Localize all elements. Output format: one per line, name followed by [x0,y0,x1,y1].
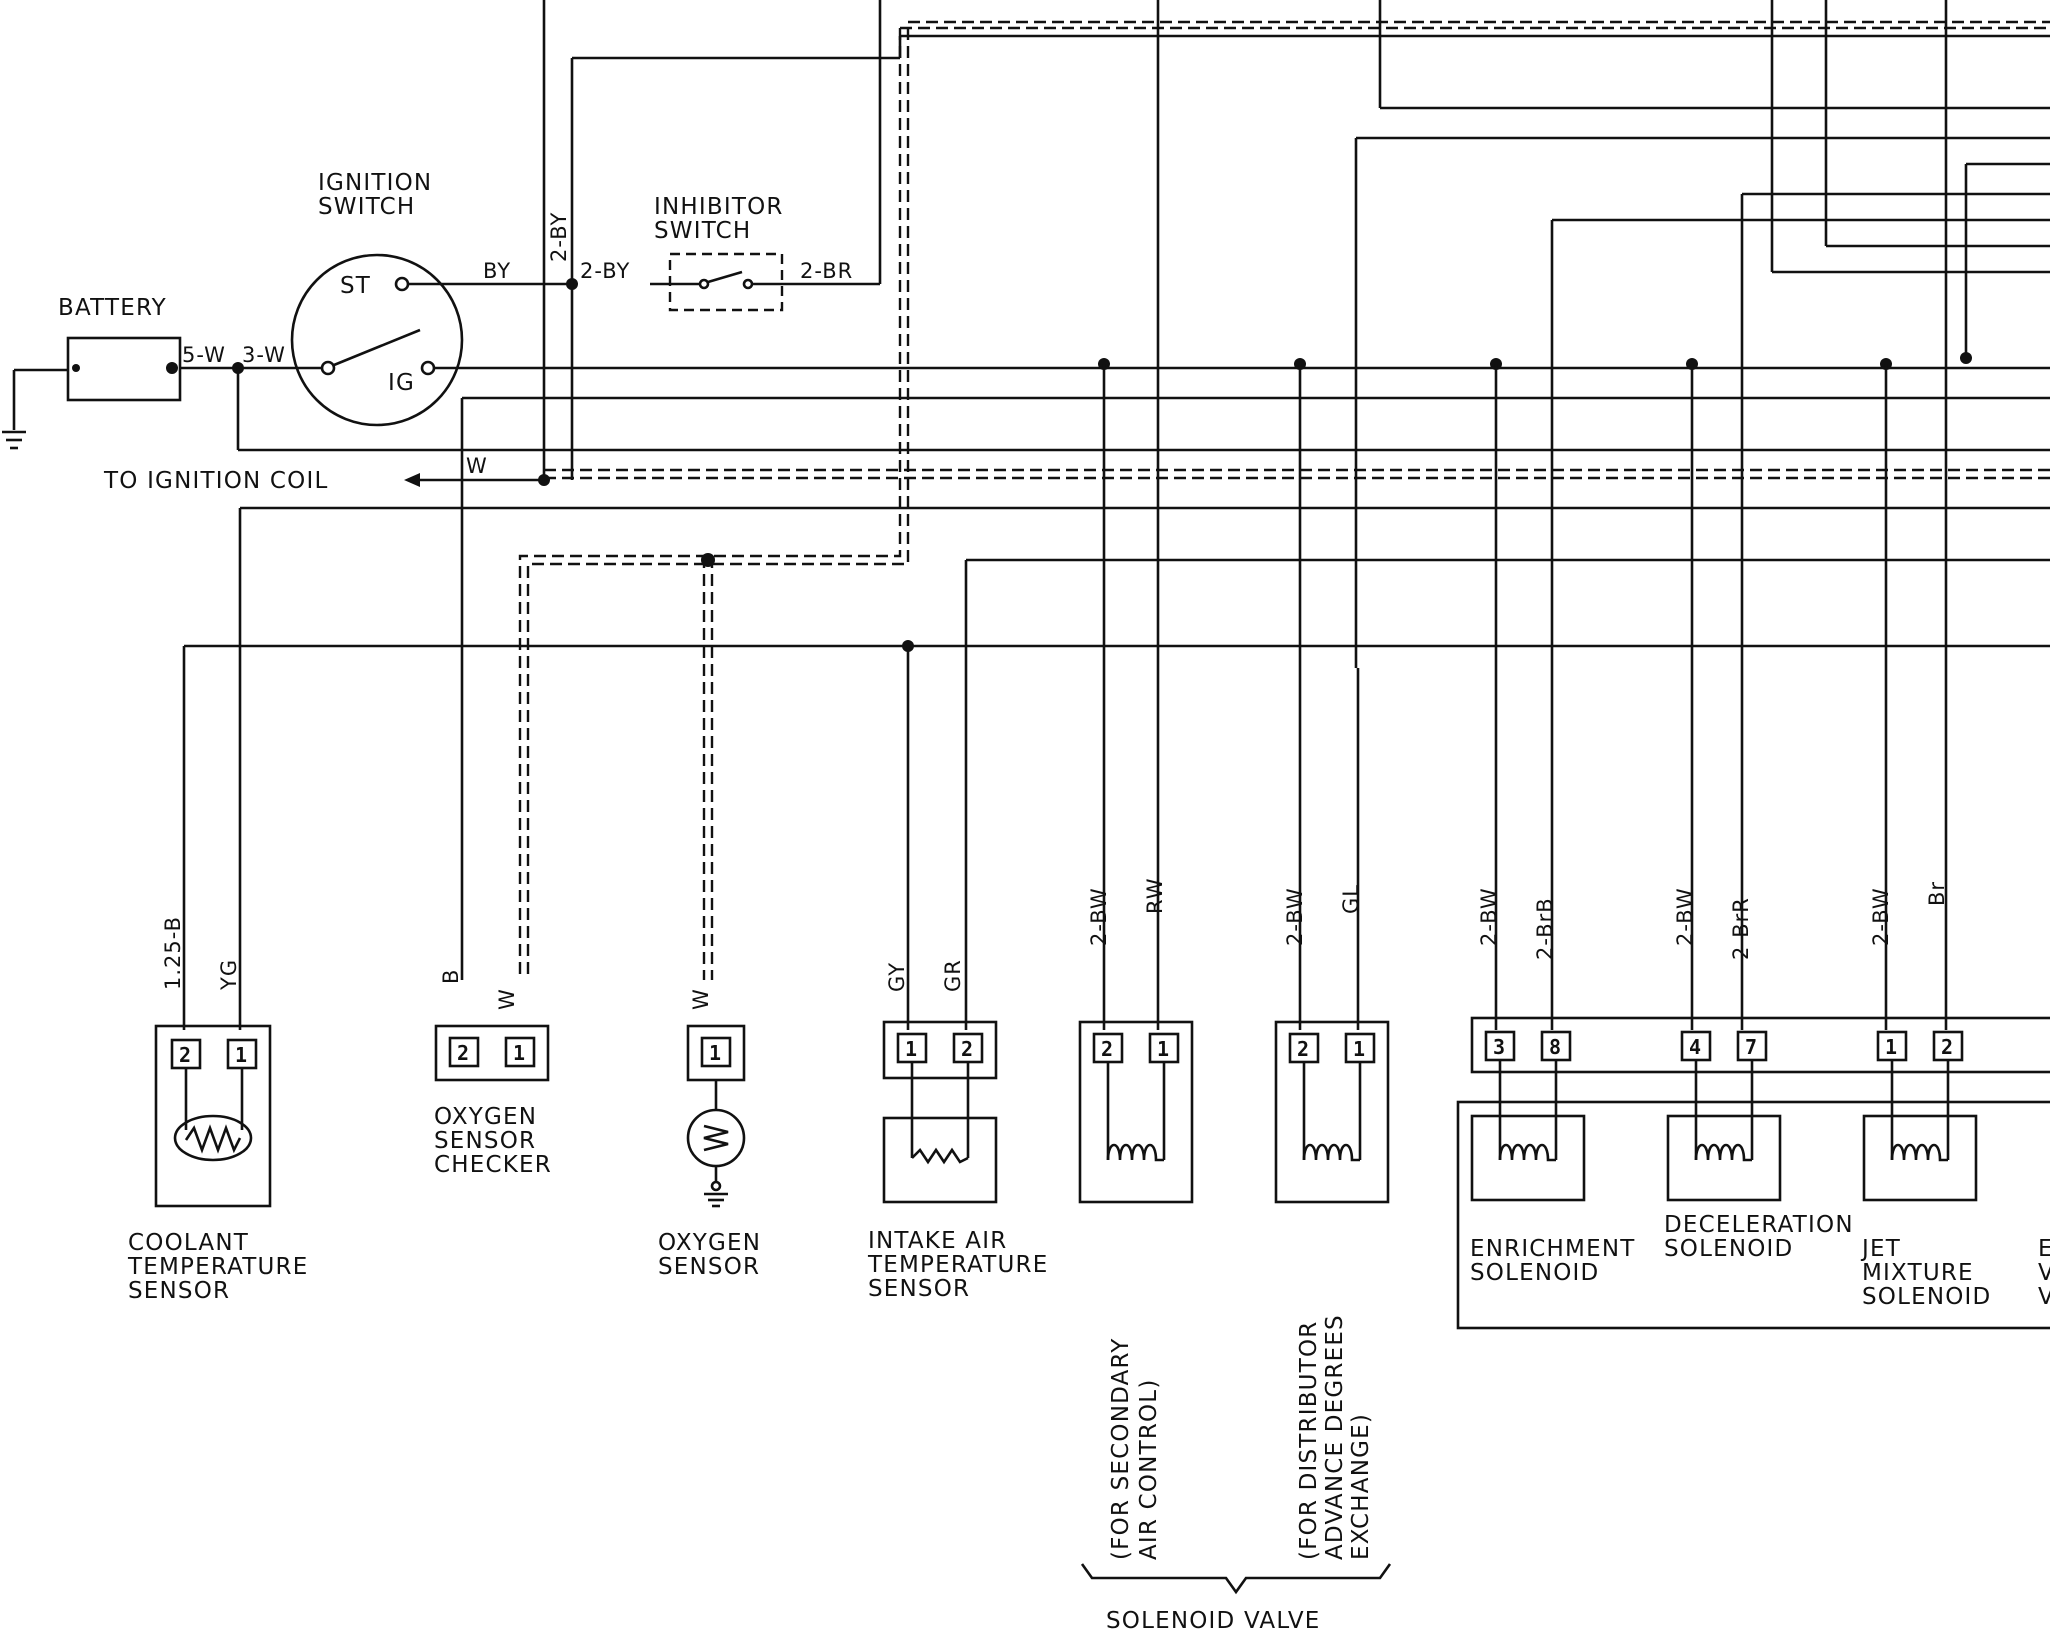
oxygen-label-2: SENSOR [658,1254,760,1280]
coolant-label-1: COOLANT [128,1230,249,1256]
svg-text:1: 1 [513,1041,525,1065]
wire-label-distributor-2: GL [1339,884,1363,914]
coolant-label-3: SENSOR [128,1278,230,1304]
solenoid-valve-brace [1080,1563,1392,1595]
wire-label-coolant-2: YG [217,959,241,991]
distributor-solenoid-valve: 2 1 [1274,1020,1390,1204]
inhibitor-switch-label-1: INHIBITOR [654,194,784,220]
svg-text:2: 2 [1101,1037,1113,1061]
terminal-ig-label: IG [388,370,415,396]
battery-label: BATTERY [58,295,167,321]
intake-label-3: SENSOR [868,1276,970,1302]
terminal-st-label: ST [340,273,371,299]
svg-text:1: 1 [905,1037,917,1061]
wire-label-enrichment-2: 2-BrB [1533,897,1557,960]
wire-label-secondary-1: 2-BW [1087,887,1111,946]
wire-label-by: BY [483,259,511,283]
distributor-note-3: EXCHANGE) [1348,1413,1374,1560]
partial-label-3: V [2038,1284,2050,1310]
coolant-temperature-sensor: 2 1 [154,1024,272,1208]
wire-label-intake-gy: GY [885,962,909,992]
wire-label-2br: 2-BR [800,259,853,283]
enrichment-label-1: ENRICHMENT [1470,1236,1636,1262]
svg-text:4: 4 [1689,1035,1701,1059]
wire-label-oxygen-w: W [689,988,713,1010]
wire-label-secondary-2: RW [1143,877,1167,914]
jet-label-2: MIXTURE [1862,1260,1974,1286]
wire-label-jet-2: Br [1925,881,1949,906]
enrichment-label-2: SOLENOID [1470,1260,1599,1286]
ignition-switch [290,253,464,427]
solenoid-block-outline [1456,1100,2050,1330]
solenoid-connector-strip [1470,1016,2050,1074]
to-ignition-coil-label: TO IGNITION COIL [103,468,328,494]
svg-text:1: 1 [1157,1037,1169,1061]
svg-text:2: 2 [1297,1037,1309,1061]
coolant-label-2: TEMPERATURE [127,1254,308,1280]
oxygen-sensor: 1 [686,1024,746,1208]
secondary-note-1: (FOR SECONDARY [1108,1338,1134,1561]
svg-text:1: 1 [1353,1037,1365,1061]
jet-label-1: JET [1860,1236,1901,1262]
secondary-air-solenoid-valve: 2 1 [1078,1020,1194,1204]
intake-label-1: INTAKE AIR [868,1228,1007,1254]
checker-label-2: SENSOR [434,1128,536,1154]
ignition-switch-label-1: IGNITION [318,170,432,196]
intake-air-temperature-sensor: 1 2 [882,1020,998,1204]
partial-label-2: V [2038,1260,2050,1286]
wire-label-deceleration-2: 2-BrR [1729,897,1753,960]
wire-label-coil-w: W [466,454,488,478]
svg-text:8: 8 [1549,1035,1561,1059]
wire-label-5w: 5-W [182,343,226,367]
wire-label-intake-gr: GR [941,959,965,992]
intake-label-2: TEMPERATURE [867,1252,1048,1278]
svg-text:7: 7 [1745,1035,1757,1059]
wire-label-enrichment-1: 2-BW [1477,887,1501,946]
wire-label-2by: 2-BY [580,259,630,283]
svg-text:2: 2 [961,1037,973,1061]
wire-label-checker-w: W [495,988,519,1010]
battery-ground [2,368,68,450]
partial-label-1: E [2038,1236,2050,1262]
wire-label-3w: 3-W [242,343,286,367]
svg-text:1: 1 [235,1043,247,1067]
wire-label-coolant-1: 1.25-B [161,916,185,990]
inhibitor-switch-label-2: SWITCH [654,218,751,244]
battery [66,336,182,402]
svg-text:1: 1 [1885,1035,1897,1059]
checker-label-1: OXYGEN [434,1104,537,1130]
wire-label-jet-1: 2-BW [1869,887,1893,946]
wire-label-2by-vertical: 2-BY [547,212,571,262]
distributor-note-2: ADVANCE DEGREES [1322,1314,1348,1560]
wire-label-distributor-1: 2-BW [1283,887,1307,946]
svg-text:2: 2 [457,1041,469,1065]
svg-text:2: 2 [1941,1035,1953,1059]
checker-label-3: CHECKER [434,1152,552,1178]
jet-label-3: SOLENOID [1862,1284,1991,1310]
wire-label-checker-b: B [439,969,463,984]
enrichment-solenoid: 3 8 [1470,1030,1586,1202]
deceleration-label-2: SOLENOID [1664,1236,1793,1262]
solenoid-valve-label: SOLENOID VALVE [1106,1608,1321,1634]
oxygen-label-1: OXYGEN [658,1230,761,1256]
inhibitor-switch [668,252,784,312]
svg-text:2: 2 [179,1043,191,1067]
svg-text:1: 1 [709,1041,721,1065]
jet-mixture-solenoid: 1 2 [1862,1030,1978,1202]
deceleration-solenoid: 4 7 [1666,1030,1782,1202]
wire-label-deceleration-1: 2-BW [1673,887,1697,946]
distributor-note-1: (FOR DISTRIBUTOR [1296,1321,1322,1560]
ignition-switch-label-2: SWITCH [318,194,415,220]
svg-text:3: 3 [1493,1035,1505,1059]
secondary-note-2: AIR CONTROL) [1136,1379,1162,1561]
oxygen-sensor-checker: 2 1 [434,1024,550,1082]
deceleration-label-1: DECELERATION [1664,1212,1854,1238]
